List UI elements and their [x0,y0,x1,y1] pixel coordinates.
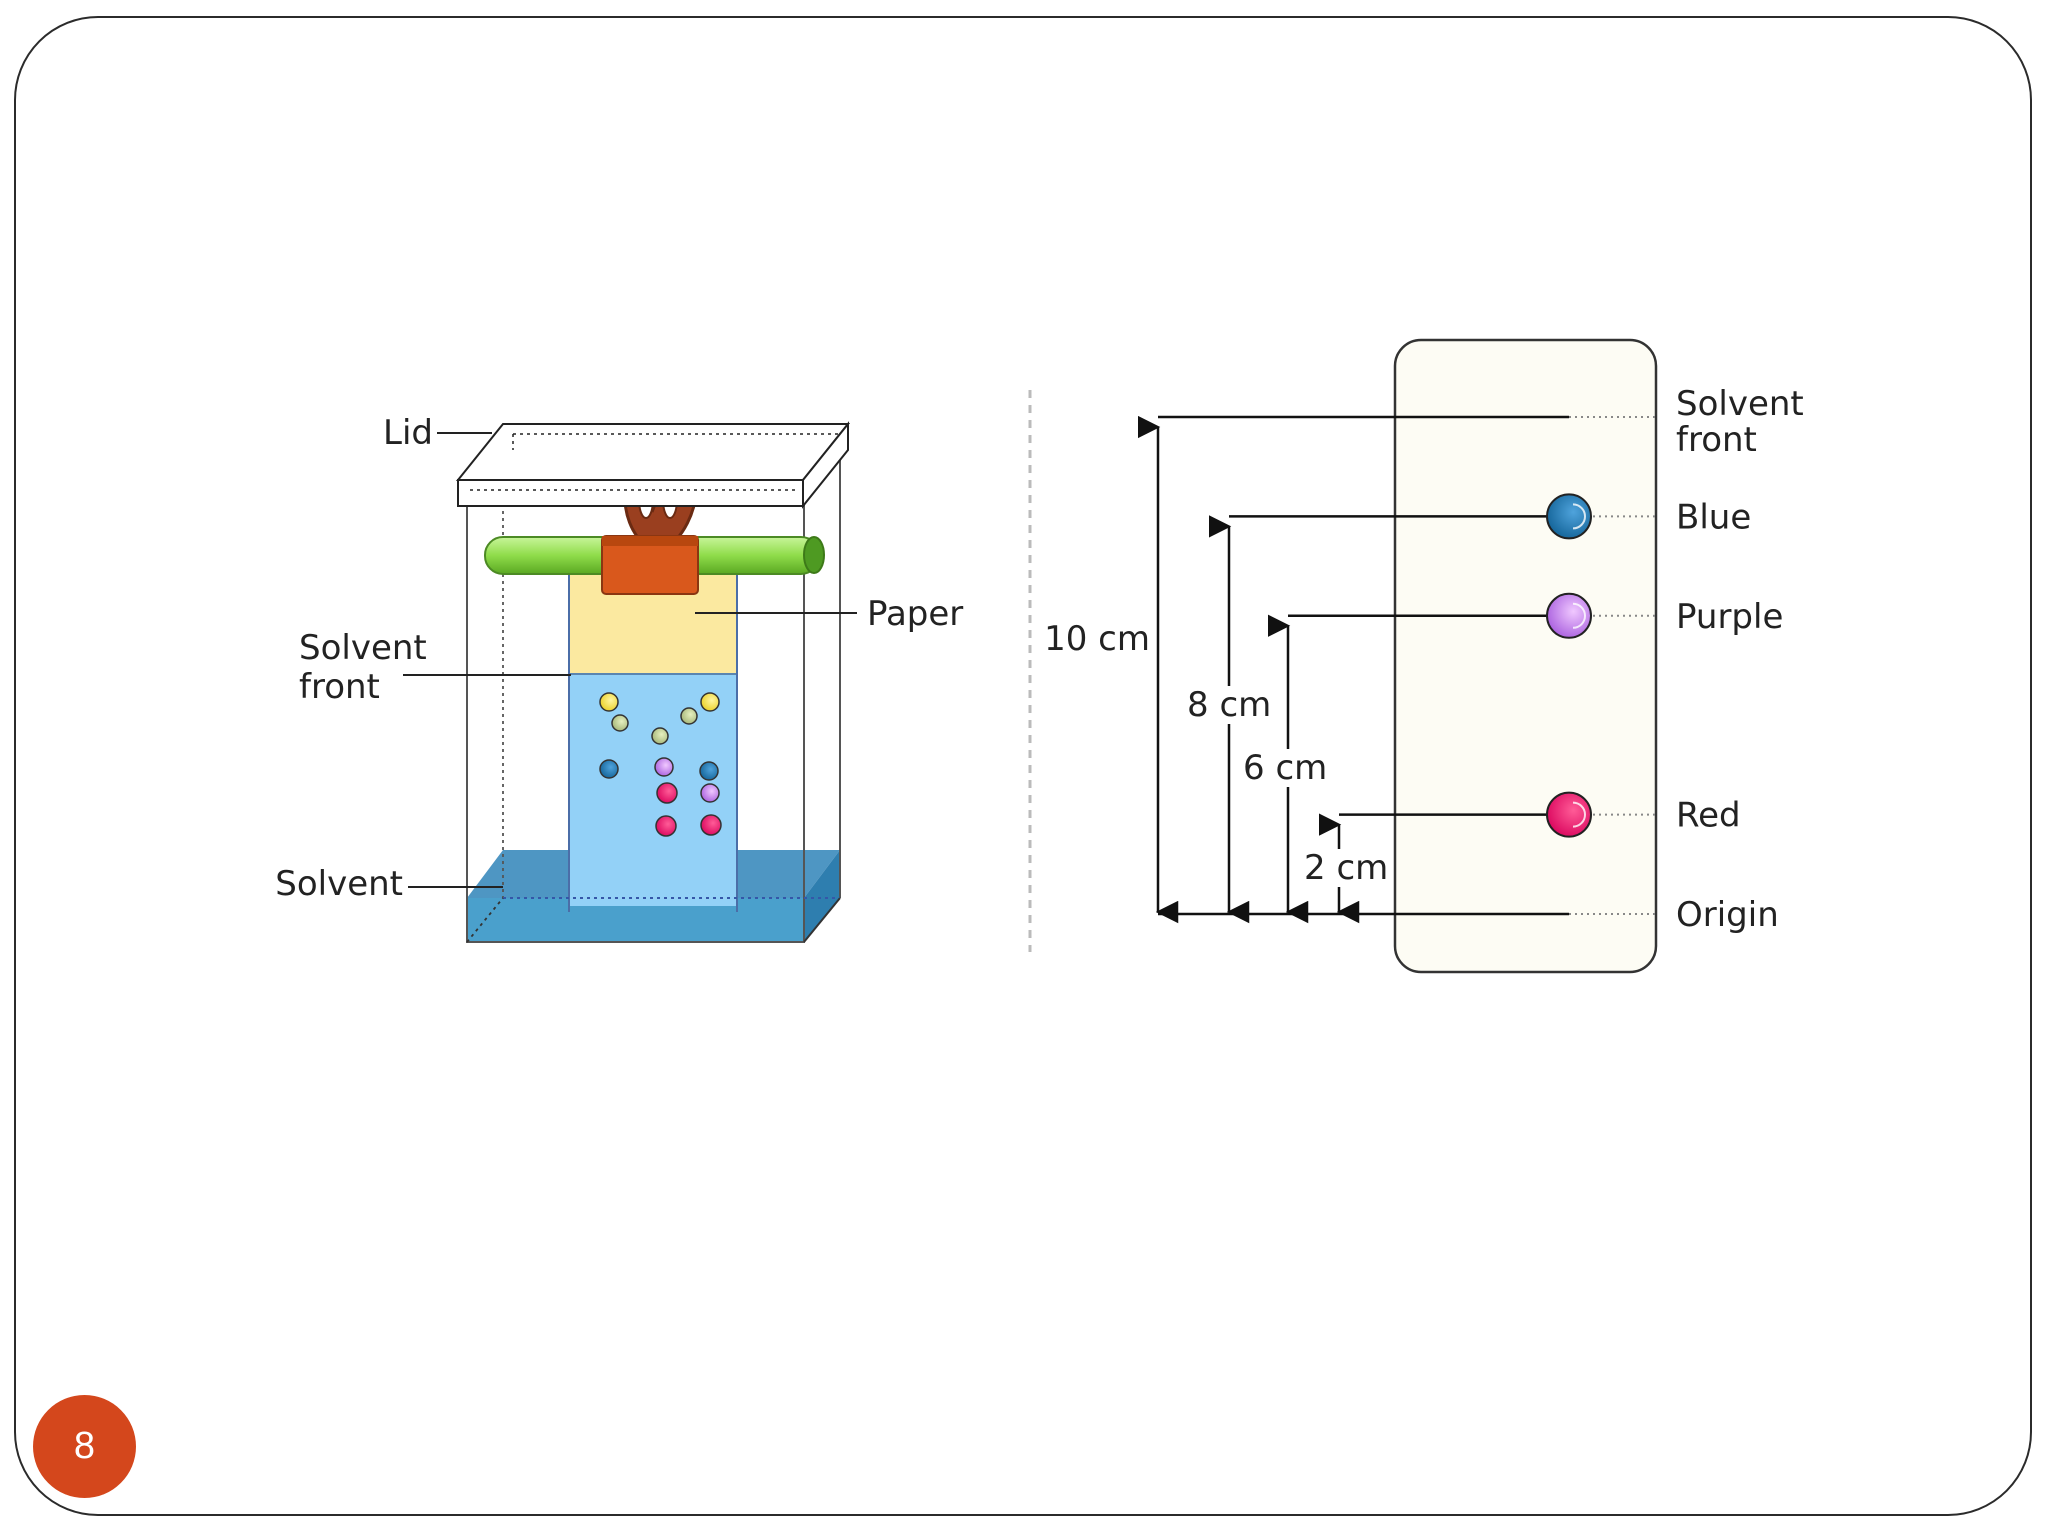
spot-red [655,815,677,837]
distance-label-bg [1183,686,1273,724]
apparatus-leaders [403,432,857,888]
chromatogram-paper [1393,338,1658,974]
spot-red [1546,791,1592,838]
spot-highlight [1572,503,1586,530]
spot-red [700,814,722,836]
spot-label-purple: Purple [1676,597,1783,637]
slide-frame [14,16,2032,1516]
spot-label-red: Red [1676,796,1741,836]
paper-label: Paper [867,594,963,634]
spot-yellow [599,692,619,712]
paper-strip [568,574,738,912]
spot-olive [680,707,698,725]
distance-label-10cm: 10 cm [1044,619,1150,659]
origin-label: Origin [1676,895,1779,935]
apparatus-solvent-front-label-line2: front [299,667,380,707]
spot-olive [651,727,669,745]
distance-label-bg [1239,749,1329,787]
solvent-label: Solvent [275,864,403,904]
spot-purple [1546,592,1592,639]
solvent-front-label-line1: Solvent [1676,384,1804,424]
spot-purple [700,783,720,803]
spot-purple [654,757,674,777]
spot-blue [699,761,719,781]
distance-label-bg [1300,849,1390,887]
spot-highlight [1572,801,1586,828]
spot-blue [599,759,619,779]
distance-label-bg [1052,620,1152,658]
page-number-badge: 8 [33,1395,136,1498]
chromatography-tank: Lid Paper Solvent front Solvent [275,413,963,943]
spot-blue [1546,493,1592,540]
lid-label: Lid [383,413,433,453]
spot-label-blue: Blue [1676,497,1751,537]
paper-spots [599,692,722,837]
apparatus-solvent-front-label-line1: Solvent [299,628,427,668]
spot-highlight [1572,602,1586,629]
spot-red [656,782,678,804]
distance-label-6cm: 6 cm [1243,748,1327,788]
tank-glass [466,455,841,943]
solvent-front-label-line2: front [1676,420,1757,460]
spot-yellow [700,692,720,712]
spot-olive [611,714,629,732]
tank-lid [455,421,851,509]
distance-label-2cm: 2 cm [1304,848,1388,888]
distance-label-8cm: 8 cm [1187,685,1271,725]
